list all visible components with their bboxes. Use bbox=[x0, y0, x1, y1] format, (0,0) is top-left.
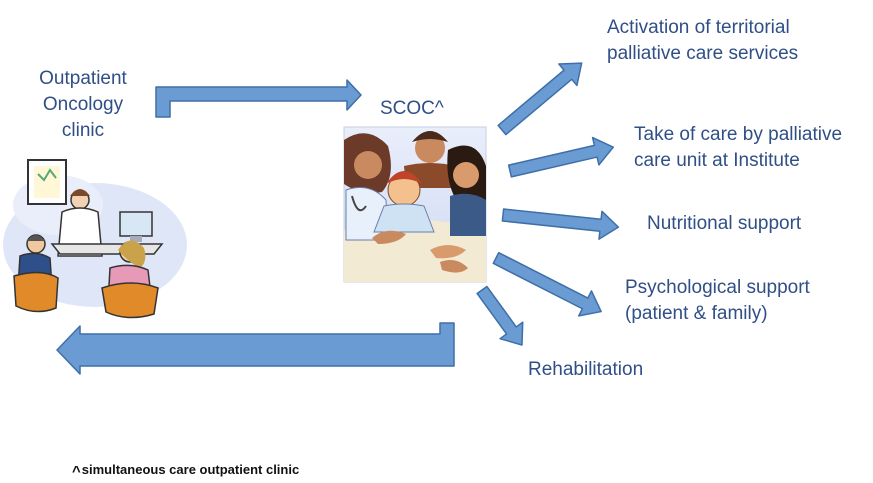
outcome-5-line-1: Rehabilitation bbox=[528, 359, 644, 380]
clinic-illustration-icon bbox=[3, 159, 187, 319]
outcome-psychological-support: Psychological support (patient & family) bbox=[625, 275, 810, 327]
scoc-label: SCOC^ bbox=[380, 98, 444, 119]
footnote-marker: ^ bbox=[72, 463, 81, 480]
outcome-nutritional-support: Nutritional support bbox=[647, 211, 801, 237]
outcome-activation-territorial: Activation of territorial palliative car… bbox=[607, 15, 798, 67]
arrow-to-palliative-unit bbox=[507, 136, 615, 178]
outpatient-label-line-2: Oncology bbox=[42, 94, 124, 115]
outcome-4-line-1: Psychological support bbox=[625, 277, 810, 298]
outcome-1-line-2: palliative care services bbox=[607, 43, 799, 64]
outcome-1-line-1: Activation of territorial bbox=[607, 17, 790, 38]
footnote: ^simultaneous care outpatient clinic bbox=[72, 462, 299, 480]
arrow-to-rehabilitation bbox=[476, 285, 524, 346]
arrow-outpatient-to-scoc bbox=[155, 79, 362, 118]
arrow-to-psychological bbox=[492, 251, 602, 317]
outcome-palliative-unit: Take of care by palliative care unit at … bbox=[634, 122, 842, 174]
outpatient-label-line-1: Outpatient bbox=[39, 68, 127, 89]
footnote-text: simultaneous care outpatient clinic bbox=[81, 462, 300, 477]
arrow-to-nutritional bbox=[501, 208, 620, 240]
flow-arrows bbox=[56, 62, 620, 375]
outcome-3-line-1: Nutritional support bbox=[647, 213, 802, 234]
outpatient-label-line-3: clinic bbox=[61, 120, 105, 141]
arrow-to-activation bbox=[497, 62, 583, 136]
outcome-2-line-1: Take of care by palliative bbox=[634, 124, 843, 145]
outcome-2-line-2: care unit at Institute bbox=[634, 150, 800, 171]
arrow-scoc-to-outpatient bbox=[56, 322, 455, 375]
outcome-rehabilitation: Rehabilitation bbox=[528, 357, 643, 383]
outcome-4-line-2: (patient & family) bbox=[625, 303, 768, 324]
outpatient-clinic-label: Outpatient Oncology clinic bbox=[8, 66, 158, 144]
care-team-illustration-icon bbox=[343, 126, 487, 283]
